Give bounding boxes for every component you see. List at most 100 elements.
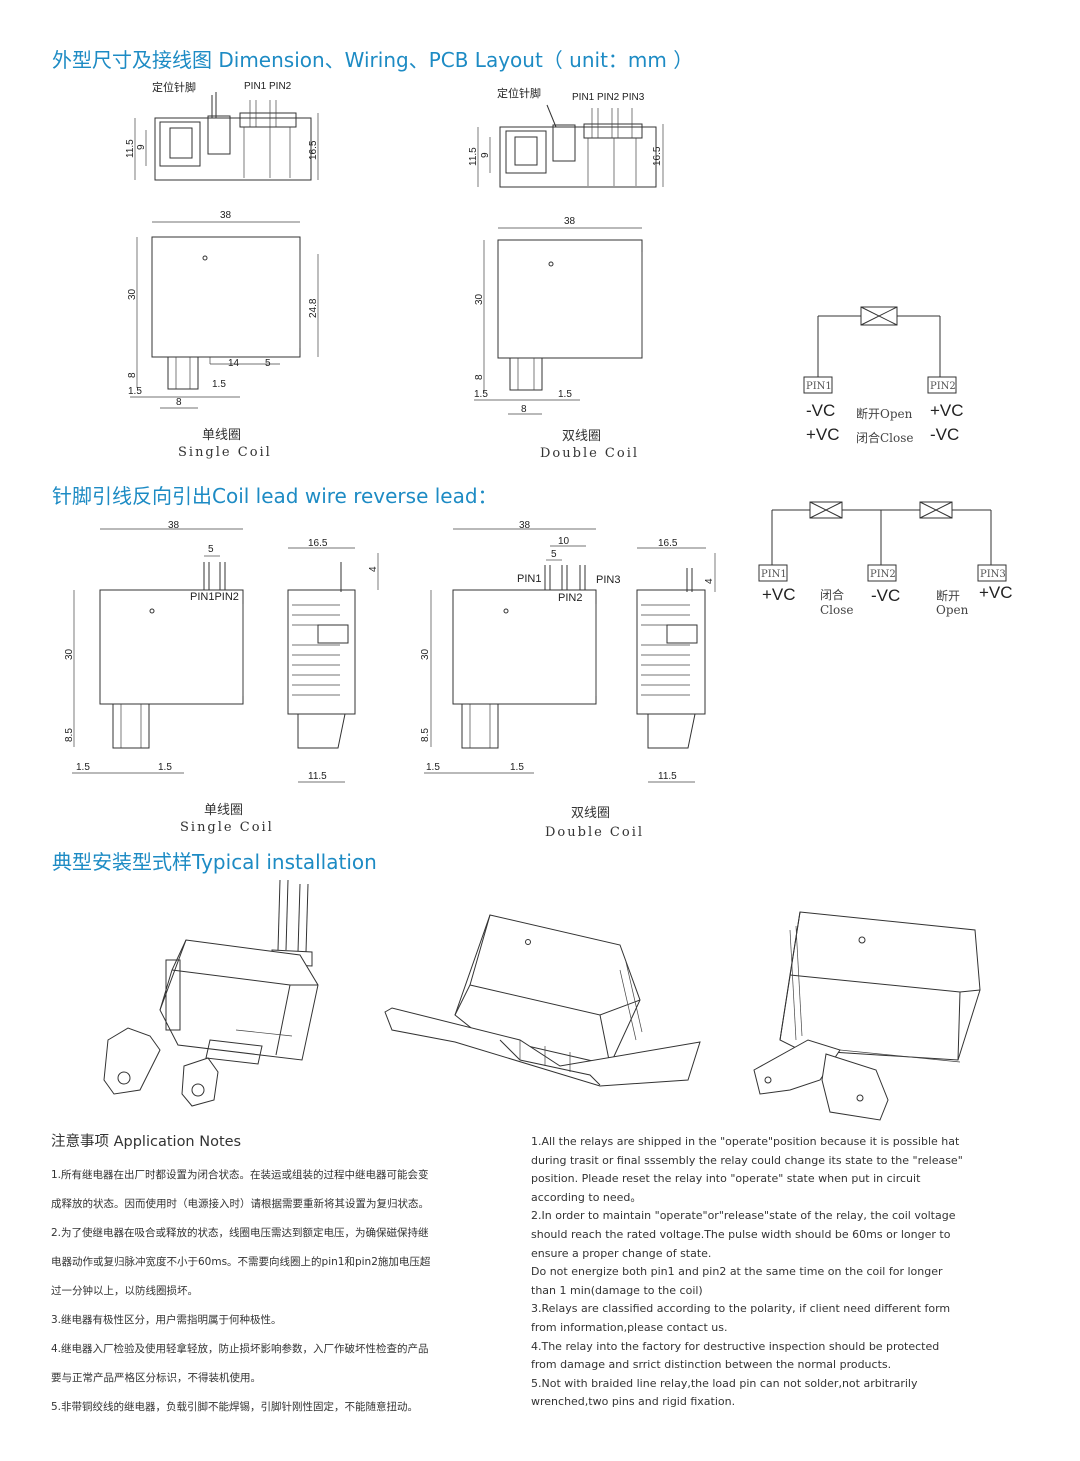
dim-8-front-double: 8 — [474, 374, 485, 380]
note-cn-line: 成释放的状态。因而使用时（电源接入时）请根据需要重新将其设置为复归状态。 — [51, 1198, 429, 1210]
rev-side-dim-16-5-single: 16.5 — [308, 538, 328, 549]
single-coil-caption-en: Single Coil — [178, 445, 272, 460]
rev-dim-1-5b-single: 1.5 — [158, 762, 172, 773]
wiring-double-v2: -VC — [871, 586, 900, 605]
note-cn-line: 2.为了使继电器在吸合或释放的状态，线圈电压需达到额定电压，为确保磁保持继 — [51, 1227, 429, 1239]
dim-16-5-double: 16.5 — [652, 146, 663, 166]
single-coil-caption-cn: 单线圈 — [202, 428, 241, 443]
rev-side-dim-4-single: 4 — [368, 566, 379, 572]
rev-dim-8-5-double: 8.5 — [420, 728, 431, 742]
rev-pin3-double: PIN3 — [596, 574, 620, 586]
wiring-single-r2-right: -VC — [930, 425, 959, 444]
reverse-side-double: 16.5 4 11.5 — [636, 538, 716, 783]
locating-pin-label-single: 定位针脚 — [152, 80, 196, 94]
rev-side-dim-4-double: 4 — [704, 578, 715, 584]
dim-38-front-double: 38 — [564, 216, 576, 227]
dim-11-5-double: 11.5 — [468, 147, 479, 166]
dim-30-front-single: 30 — [127, 288, 138, 300]
rev-double-caption-cn: 双线圈 — [571, 806, 610, 821]
rev-double-caption-en: Double Coil — [545, 825, 644, 840]
note-en-line: should reach the rated voltage.The pulse… — [531, 1227, 951, 1241]
note-en-line: according to need。 — [531, 1190, 642, 1204]
note-cn-line: 过一分钟以上，以防线圈损坏。 — [51, 1285, 198, 1297]
note-cn-line: 4.继电器入厂检验及使用轻拿轻放，防止损坏影响参数，入厂作破坏性检查的产品 — [51, 1343, 429, 1355]
dim-8-front-single: 8 — [127, 372, 138, 378]
rev-dim-8-5-single: 8.5 — [64, 728, 75, 742]
dim-16-5-single: 16.5 — [308, 140, 319, 160]
rev-dim-38-double: 38 — [519, 520, 531, 531]
front-view-single: 38 30 24.8 14 5 8 1.5 1.5 8 单线圈 Single C… — [127, 210, 319, 460]
rev-pins-single: PIN1PIN2 — [190, 591, 239, 603]
wiring-double-v3: +VC — [979, 583, 1013, 602]
rev-pin1-double: PIN1 — [517, 573, 541, 585]
wiring-double-close-cn: 闭合 — [820, 587, 844, 602]
reverse-side-single: 16.5 4 11.5 — [287, 538, 379, 783]
note-en-line: during trasit or final sssembly the rela… — [531, 1153, 963, 1167]
pins-label-single: PIN1 PIN2 — [244, 81, 292, 92]
front-view-double: 38 30 8 1.5 1.5 8 双线圈 Double Coil — [474, 216, 643, 461]
wiring-double-open-cn: 断开 — [936, 588, 960, 603]
note-en-line: from information,please contact us. — [531, 1320, 728, 1334]
rev-dim-5-double: 5 — [551, 549, 557, 560]
rev-side-dim-11-5-double: 11.5 — [658, 771, 677, 782]
wiring-single-r1-mid: 断开Open — [856, 406, 913, 421]
wiring-diagram-double: PIN1 PIN2 PIN3 +VC -VC +VC 闭合 Close 断开 O… — [758, 501, 1013, 617]
rev-dim-10-double: 10 — [558, 536, 570, 547]
rev-dim-1-5b-double: 1.5 — [510, 762, 524, 773]
rev-side-dim-11-5-single: 11.5 — [308, 771, 327, 782]
note-en-line: 4.The relay into the factory for destruc… — [531, 1339, 940, 1353]
installation-illustration-1 — [103, 879, 319, 1107]
dim-1-5b-front-double: 1.5 — [558, 389, 572, 400]
dim-14-front-single: 14 — [228, 358, 240, 369]
rev-dim-38-single: 38 — [168, 520, 180, 531]
wiring-double-pin1: PIN1 — [761, 569, 787, 580]
rev-pin2-double: PIN2 — [558, 592, 582, 604]
wiring-diagram-single: PIN1 PIN2 -VC 断开Open +VC +VC 闭合Close -VC — [803, 306, 964, 445]
double-coil-caption-cn: 双线圈 — [562, 429, 601, 444]
note-en-line: than 1 min(damage to the coil) — [531, 1283, 703, 1297]
double-coil-caption-en: Double Coil — [540, 446, 639, 461]
rev-side-dim-16-5-double: 16.5 — [658, 538, 678, 549]
wiring-single-pin2: PIN2 — [930, 381, 956, 392]
wiring-double-pin3: PIN3 — [980, 569, 1006, 580]
dim-30-front-double: 30 — [474, 293, 485, 305]
installation-illustration-2 — [384, 914, 701, 1087]
locating-pin-label-double: 定位针脚 — [497, 86, 541, 100]
reverse-front-single: 38 5 PIN1PIN2 30 8.5 1.5 1.5 单线圈 Single … — [64, 520, 272, 835]
dim-24-8-front-single: 24.8 — [308, 298, 319, 318]
note-cn-line: 1.所有继电器在出厂时都设置为闭合状态。在装运或组装的过程中继电器可能会变 — [51, 1169, 429, 1181]
installation-illustration-3 — [753, 911, 981, 1121]
dim-9-single: 9 — [136, 144, 147, 150]
reverse-lead-section-title: 针脚引线反向引出Coil lead wire reverse lead： — [52, 484, 498, 508]
note-en-line: ensure a proper change of state. — [531, 1246, 712, 1260]
dim-1-5b-front-single: 1.5 — [212, 379, 226, 390]
note-cn-line: 电器动作或复归脉冲宽度不小于60ms。不需要向线圈上的pin1和pin2施加电压… — [51, 1256, 431, 1268]
wiring-single-r1-left: -VC — [806, 401, 835, 420]
pins-label-double: PIN1 PIN2 PIN3 — [572, 92, 645, 103]
dim-38-front-single: 38 — [220, 210, 232, 221]
rev-dim-5-single: 5 — [208, 544, 214, 555]
dim-8b-front-double: 8 — [521, 404, 527, 415]
installation-section-title: 典型安装型式样Typical installation — [52, 850, 377, 874]
note-en-line: wrenched,two pins and rigid fixation. — [531, 1395, 736, 1409]
side-view-single: 定位针脚 PIN1 PIN2 11.5 9 16.5 — [125, 80, 319, 181]
wiring-single-r2-mid: 闭合Close — [856, 430, 914, 445]
note-cn-line: 3.继电器有极性区分，用户需指明属于何种极性。 — [51, 1314, 282, 1326]
application-notes-en: 1.All the relays are shipped in the "ope… — [531, 1133, 991, 1412]
note-en-line: 2.In order to maintain "operate"or"relea… — [531, 1209, 956, 1223]
dim-9-double: 9 — [480, 152, 491, 158]
dim-1-5a-front-double: 1.5 — [474, 389, 488, 400]
rev-dim-1-5a-double: 1.5 — [426, 762, 440, 773]
dim-8b-front-single: 8 — [176, 397, 182, 408]
note-en-line: position. Pleade reset the relay into "o… — [531, 1172, 921, 1186]
note-en-line: 3.Relays are classified according to the… — [531, 1302, 951, 1316]
wiring-single-r2-left: +VC — [806, 425, 840, 444]
dim-11-5-single: 11.5 — [125, 139, 136, 158]
application-notes-heading: 注意事项 Application Notes — [51, 1134, 242, 1150]
dimension-section-title: 外型尺寸及接线图 Dimension、Wiring、PCB Layout（ un… — [52, 48, 694, 72]
rev-dim-30-single: 30 — [64, 648, 75, 660]
wiring-double-v1: +VC — [762, 585, 796, 604]
note-en-line: from damage and srrict distinction betwe… — [531, 1358, 892, 1372]
rev-dim-30-double: 30 — [420, 648, 431, 660]
